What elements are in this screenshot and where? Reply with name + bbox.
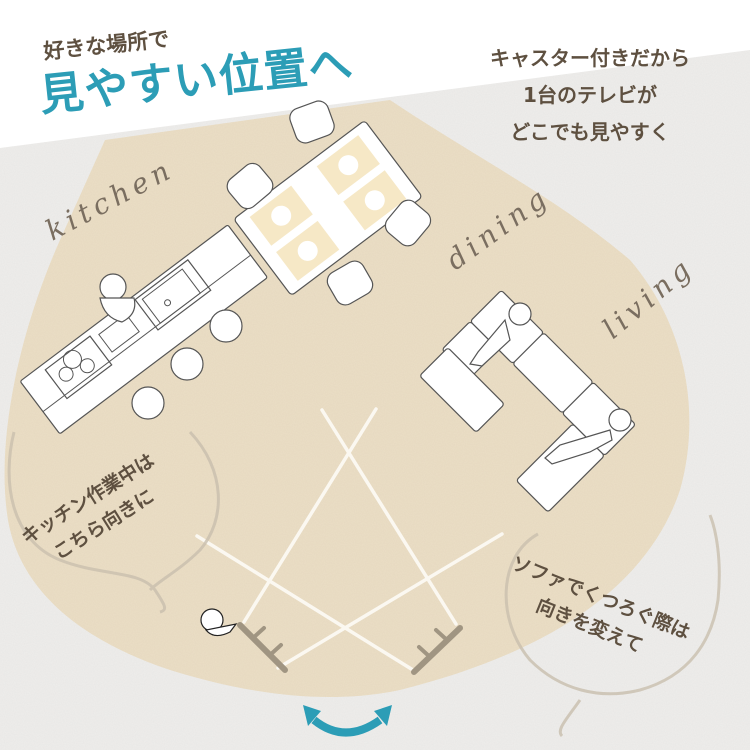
feature-copy-line: どこでも見やすく xyxy=(510,120,670,144)
rotate-double-arrow-icon xyxy=(303,705,392,737)
feature-copy: キャスター付きだから 1台のテレビが どこでも見やすく xyxy=(470,40,710,151)
ottoman xyxy=(420,348,504,432)
feature-copy-line: 1台のテレビが xyxy=(523,83,657,107)
feature-copy-line: キャスター付きだから xyxy=(490,46,690,70)
tv-stand-right-icon xyxy=(411,625,463,675)
tv-stand-left-icon xyxy=(237,622,288,673)
person-sofa-icons xyxy=(468,302,632,465)
person-topview-icon xyxy=(200,608,238,637)
floor-area xyxy=(4,100,690,698)
speech-bubble-outlines xyxy=(7,430,721,738)
dining-chairs xyxy=(226,100,432,306)
bar-stools xyxy=(131,309,243,420)
person-kitchen-icon xyxy=(99,273,136,323)
dining-table xyxy=(234,121,422,295)
viewing-angle-lines xyxy=(195,407,504,672)
